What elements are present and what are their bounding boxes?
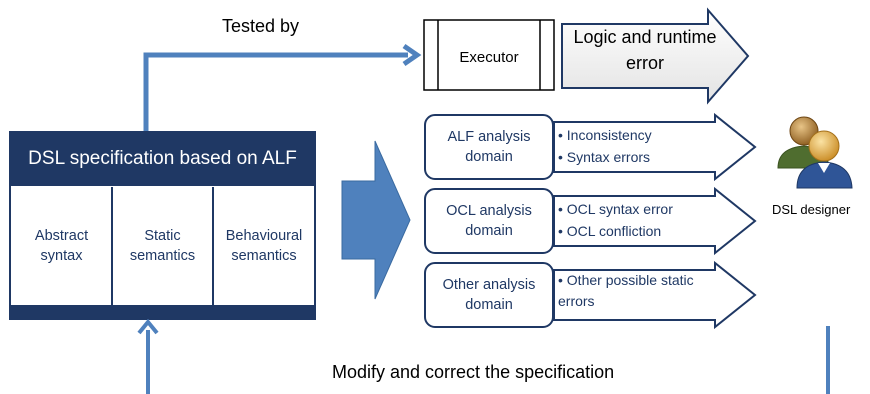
- issue-text: Syntax errors: [566, 149, 651, 165]
- modify-label: Modify and correct the specification: [332, 362, 615, 382]
- issue-item: • Syntax errors: [558, 149, 651, 165]
- analysis-arrow: [341, 140, 411, 300]
- modify-up-arrowhead: [137, 318, 159, 335]
- issue-item: • Other possible static errors: [558, 272, 694, 309]
- logic-error-label: Logic and runtime error: [573, 27, 717, 73]
- issue-text: OCL confliction: [566, 223, 662, 239]
- dsl-designer-label: DSL designer: [772, 202, 851, 217]
- spec-title: DSL specification based on ALF: [10, 132, 315, 186]
- tested-by-arrowhead: [402, 43, 422, 67]
- tested-by-label: Tested by: [222, 16, 300, 36]
- logic-error-arrow: [561, 7, 750, 105]
- domain-ocl: OCL analysis domain: [424, 188, 554, 254]
- spec-behavioural-semantics: Behavioural semantics: [214, 187, 314, 305]
- users-icon: [777, 116, 853, 189]
- spec-footer-bar: [10, 305, 315, 319]
- executor-box: [423, 19, 555, 91]
- tested-by-connector: [143, 52, 408, 150]
- issue-item: • Inconsistency: [558, 127, 652, 143]
- domain-arrow-other: [553, 260, 757, 330]
- executor-label: Executor: [459, 48, 519, 66]
- domain-arrow-alf: [553, 112, 757, 182]
- domain-alf: ALF analysis domain: [424, 114, 554, 180]
- issue-item: • OCL confliction: [558, 223, 662, 239]
- issue-text: OCL syntax error: [566, 201, 673, 217]
- issue-text: Inconsistency: [566, 127, 652, 143]
- issue-item: • OCL syntax error: [558, 201, 673, 217]
- issue-text: Other possible static errors: [558, 272, 694, 309]
- spec-static-semantics: Static semantics: [113, 187, 214, 305]
- spec-abstract-syntax: Abstract syntax: [12, 187, 113, 305]
- domain-arrow-ocl: [553, 186, 757, 256]
- issues-ocl: • OCL syntax error • OCL confliction: [558, 198, 733, 242]
- issues-other: • Other possible static errors: [558, 270, 734, 312]
- domain-other: Other analysis domain: [424, 262, 554, 328]
- issues-alf: • Inconsistency • Syntax errors: [558, 124, 733, 168]
